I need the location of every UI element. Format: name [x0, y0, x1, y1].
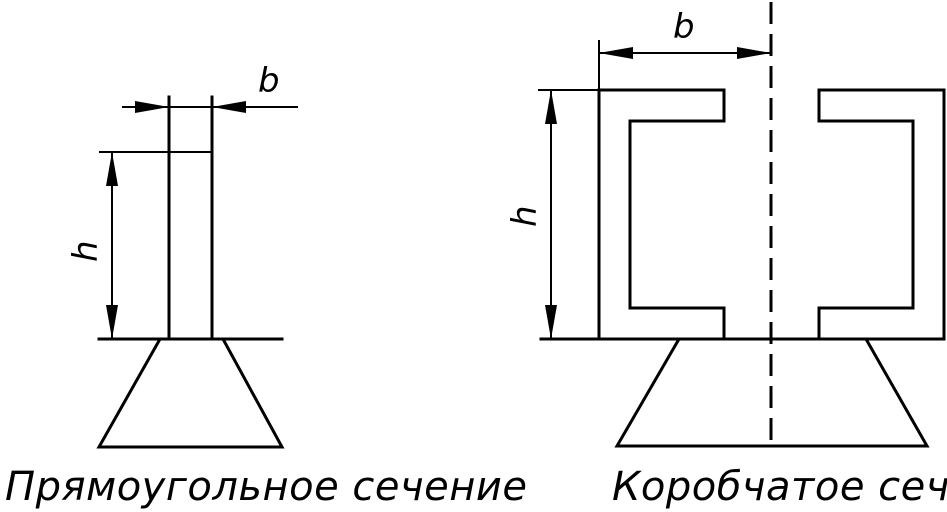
left-base-trapezoid [96, 337, 285, 449]
left-h-arrow-bottom [106, 305, 118, 339]
right-b-arrow-right [737, 47, 771, 59]
left-b-arrow-left [135, 101, 169, 113]
right-caption: Коробчатое сечение [612, 464, 947, 510]
right-h-arrow-top [545, 90, 557, 124]
left-h-arrow-top [106, 152, 118, 186]
right-h-arrow-bottom [545, 305, 557, 339]
right-channel-outline [817, 88, 946, 341]
left-channel-outline [597, 88, 726, 341]
left-b-label: b [258, 61, 280, 101]
right-h-label: h [505, 205, 545, 227]
left-h-label: h [66, 240, 106, 262]
right-b-label: b [673, 7, 695, 47]
right-b-arrow-left [599, 47, 633, 59]
rectangular-section-figure: b h Прямоугольное сечение [5, 61, 528, 510]
left-b-arrow-right [212, 101, 246, 113]
box-section-figure: b h Коробчатое сечение [505, 2, 947, 510]
left-caption: Прямоугольное сечение [5, 464, 528, 510]
